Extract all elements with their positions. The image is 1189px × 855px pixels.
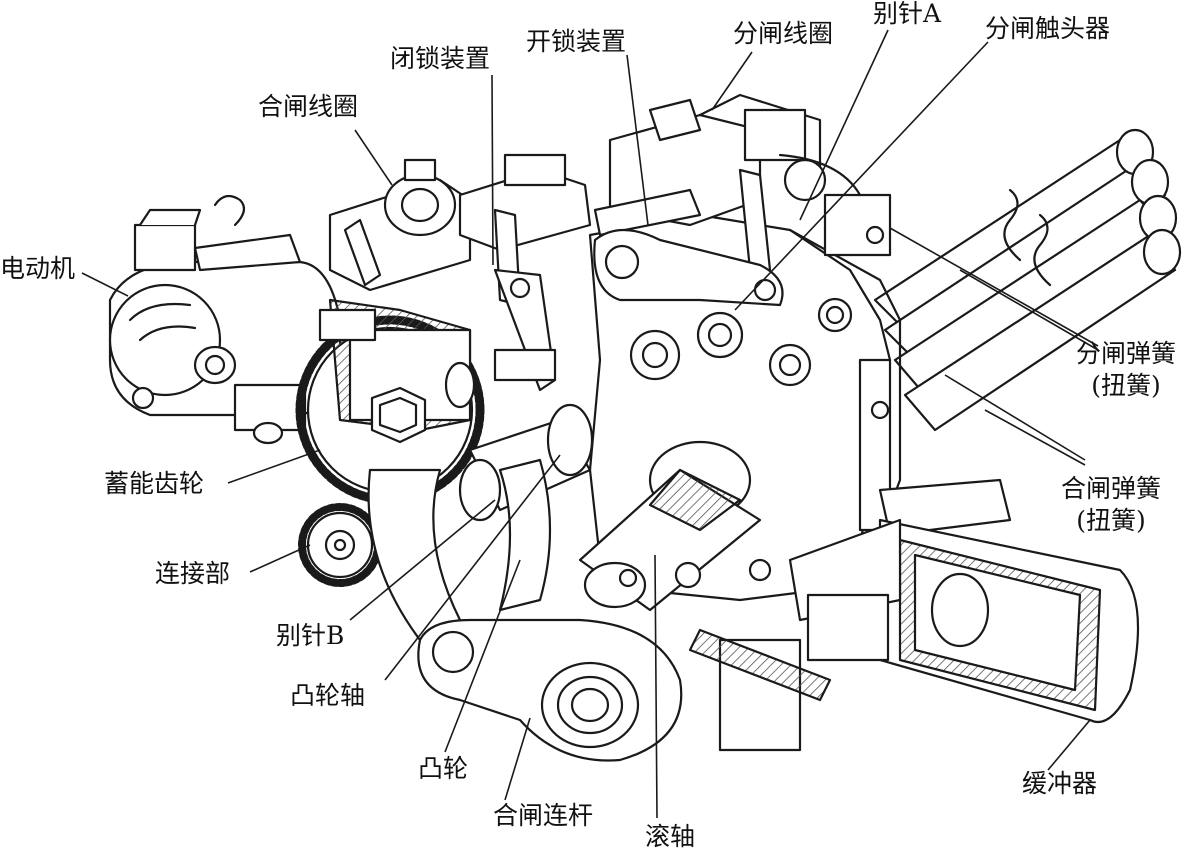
label-pin-b: 别针B [276,621,345,650]
label-connector: 连接部 [155,559,231,588]
label-close-link: 合闸连杆 [493,801,594,830]
unlock-link [593,229,784,307]
label-open-spring: 分闸弹簧 (扭簧) [1068,340,1184,400]
label-lock-device: 闭锁装置 [390,44,491,73]
label-close-spring: 合闸弹簧 (扭簧) [1053,475,1169,535]
label-motor: 电动机 [0,254,76,283]
label-close-coil: 合闸线圈 [258,92,359,121]
close-link [417,618,683,762]
label-unlock-device: 开锁装置 [526,27,627,56]
pin-a [493,268,557,392]
label-roller-shaft: 滚轴 [645,822,696,851]
label-storage-gear: 蓄能齿轮 [104,469,205,498]
label-close-spring-line1: 合闸弹簧 [1060,474,1161,503]
storage-gear [295,298,485,505]
label-cam-shaft: 凸轮轴 [290,681,366,710]
label-close-spring-line2: (扭簧) [1076,506,1146,535]
label-buffer: 缓冲器 [1022,769,1098,798]
connector-gear [298,503,382,587]
label-open-spring-line2: (扭簧) [1091,371,1161,400]
label-pin-a: 别针A [873,0,942,28]
close-coil [328,158,472,292]
cam-shaft [367,403,594,642]
roller-shaft [578,440,772,612]
leader-lines [81,29,1099,819]
open-trigger [778,153,892,257]
label-open-trigger: 分闸触头器 [985,14,1111,43]
label-cam: 凸轮 [418,754,469,783]
spring-rods [873,128,1182,432]
buffer-assembly [688,478,1140,752]
label-open-spring-line1: 分闸弹簧 [1075,339,1176,368]
motor [108,194,342,445]
label-open-coil: 分闸线圈 [733,19,834,48]
